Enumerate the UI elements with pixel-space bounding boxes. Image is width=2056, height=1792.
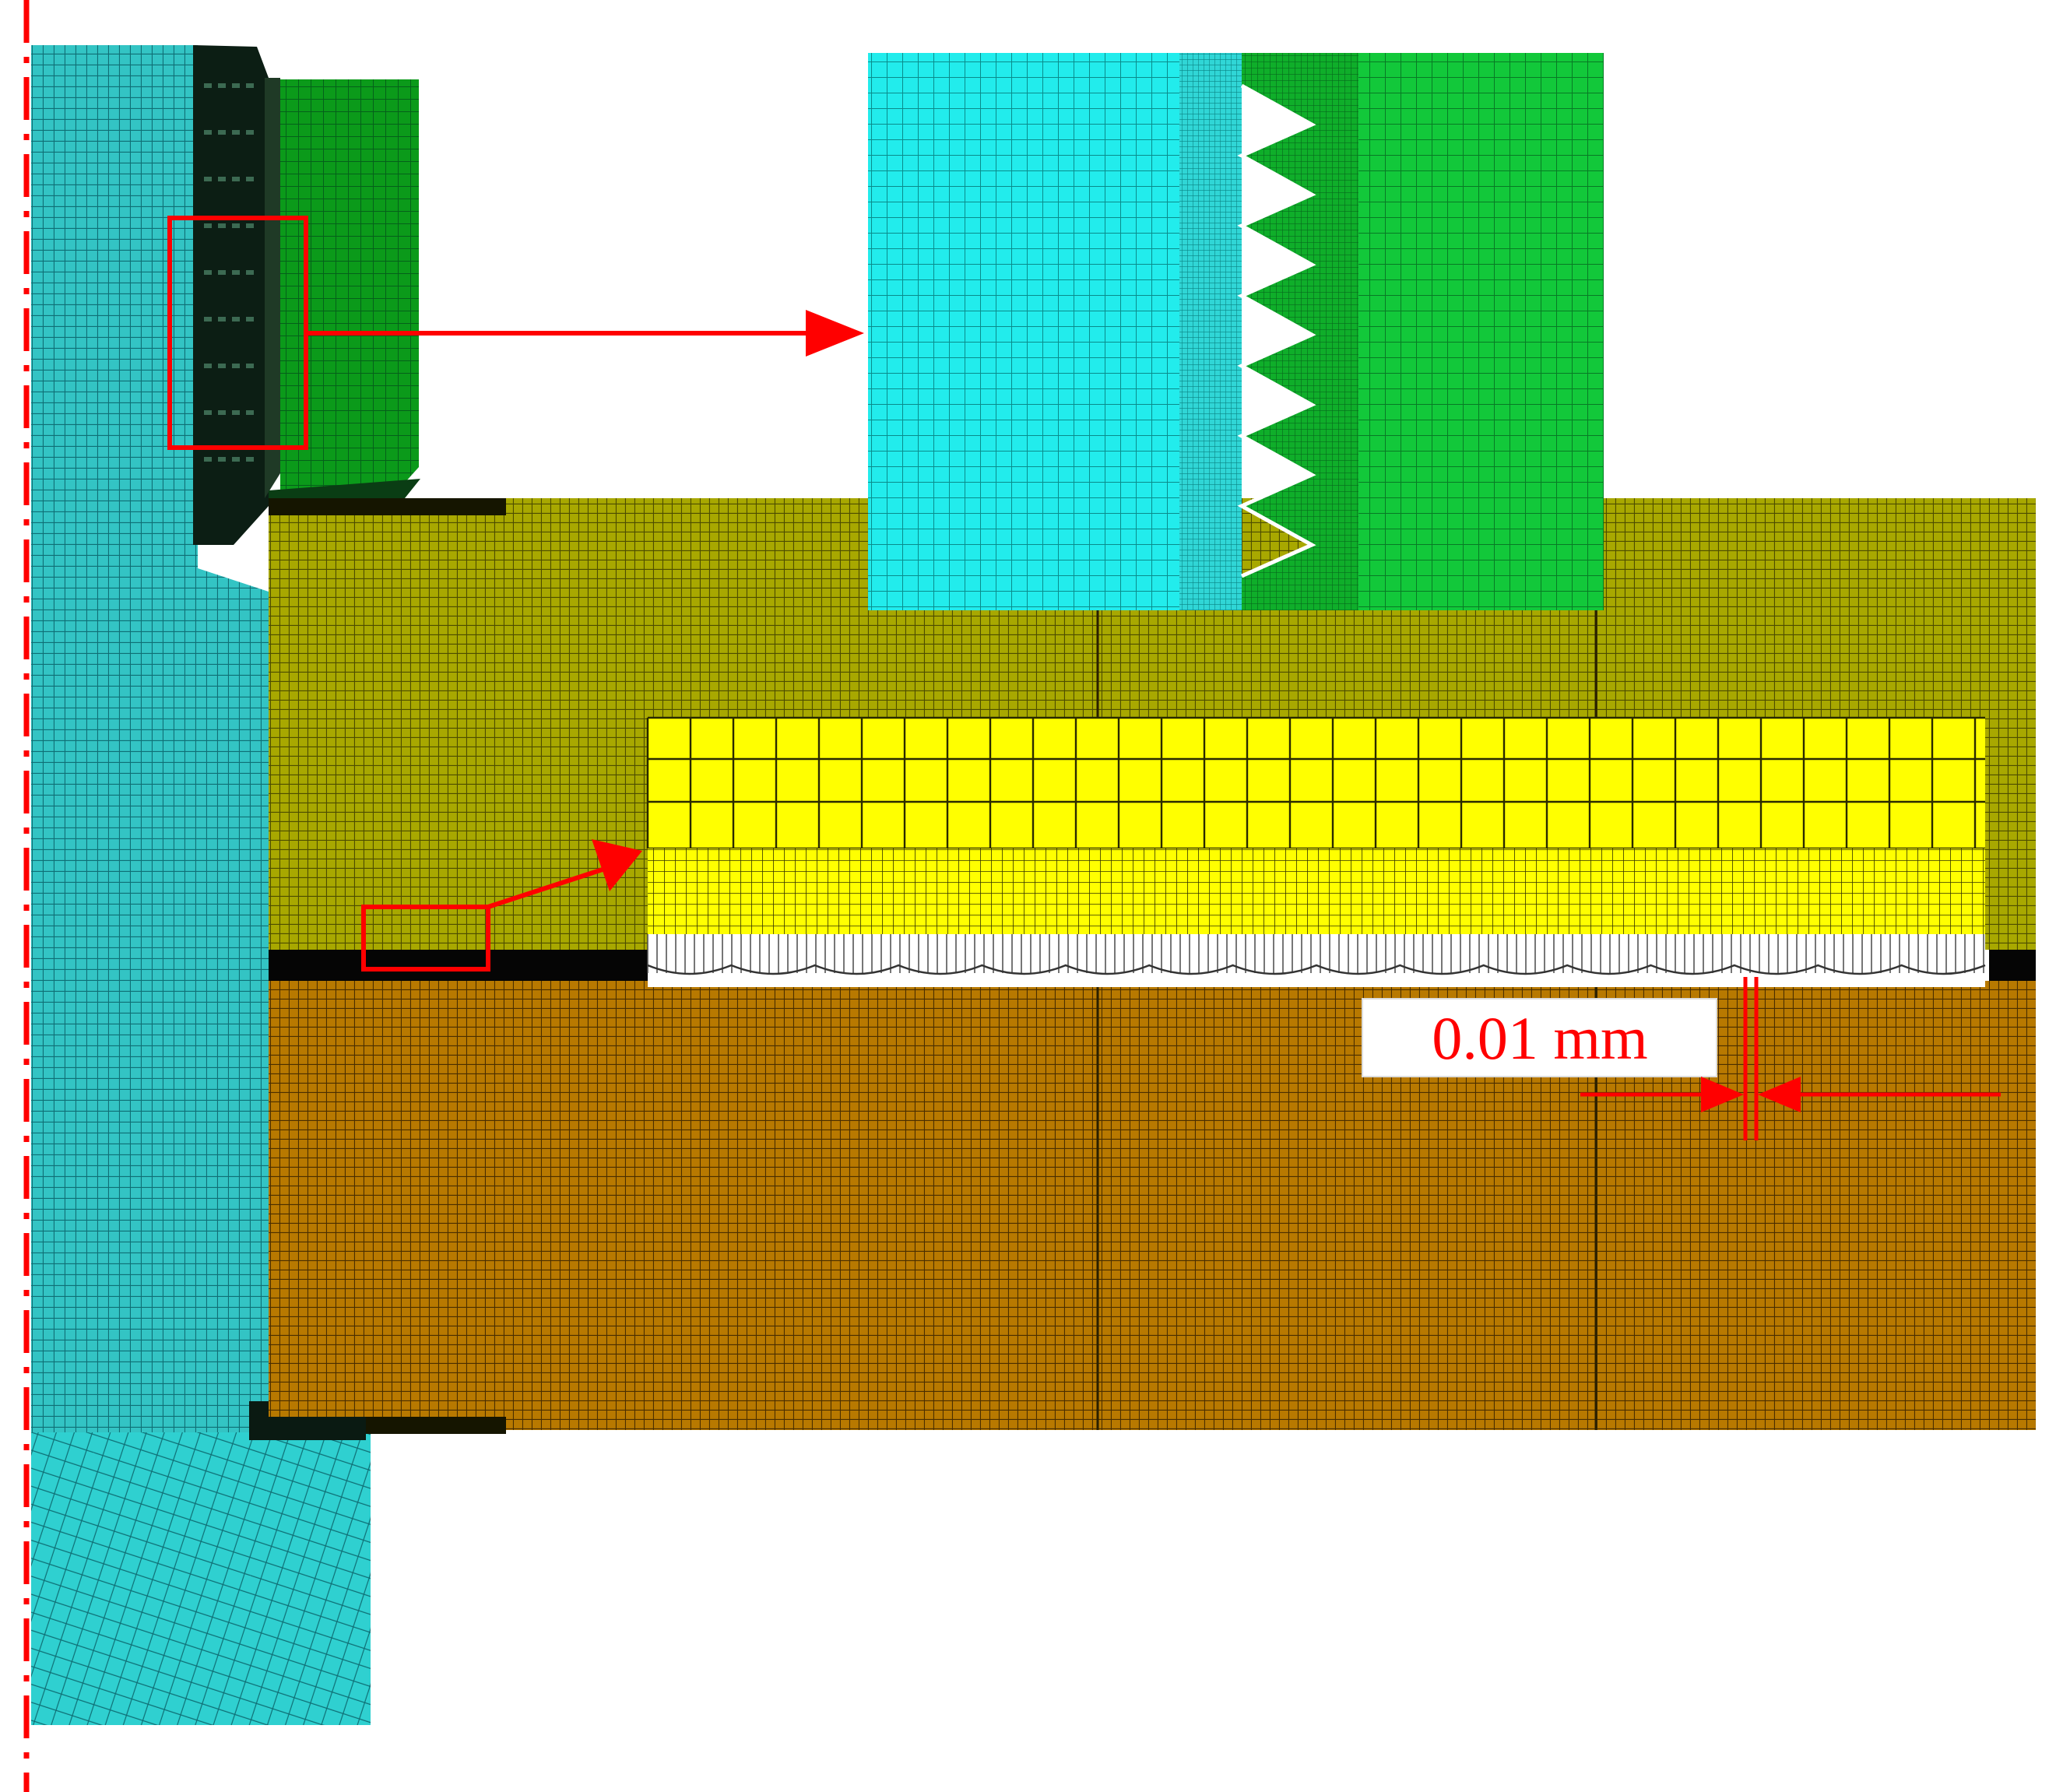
dimension-label: 0.01 mm: [1432, 1004, 1647, 1072]
dimension-arrowhead-right: [1758, 1077, 1801, 1112]
interface-gap-right: [1989, 950, 2036, 981]
surface-zoom-panel: [646, 716, 1986, 987]
bottom-plate-mesh: [269, 981, 2036, 1430]
dimension-arrowhead-left: [1701, 1077, 1744, 1112]
dimension-label-box: [1362, 998, 1717, 1077]
thread-zoom-panel: [868, 53, 1604, 610]
surface-zoom-arrow-line: [487, 866, 608, 909]
surface-highlight-box: [361, 905, 490, 972]
gap-dimension: 0.01 mm: [1362, 977, 2001, 1140]
surface-zoom-arrowhead: [592, 839, 642, 891]
thread-zoom-arrowhead: [806, 310, 864, 357]
top-plate-dark-strip: [269, 498, 506, 515]
interface-gap-left: [269, 950, 648, 981]
nut-thread-region: [193, 45, 284, 545]
bottom-fillet: [249, 1401, 366, 1440]
green-clamp-part: [269, 79, 420, 518]
